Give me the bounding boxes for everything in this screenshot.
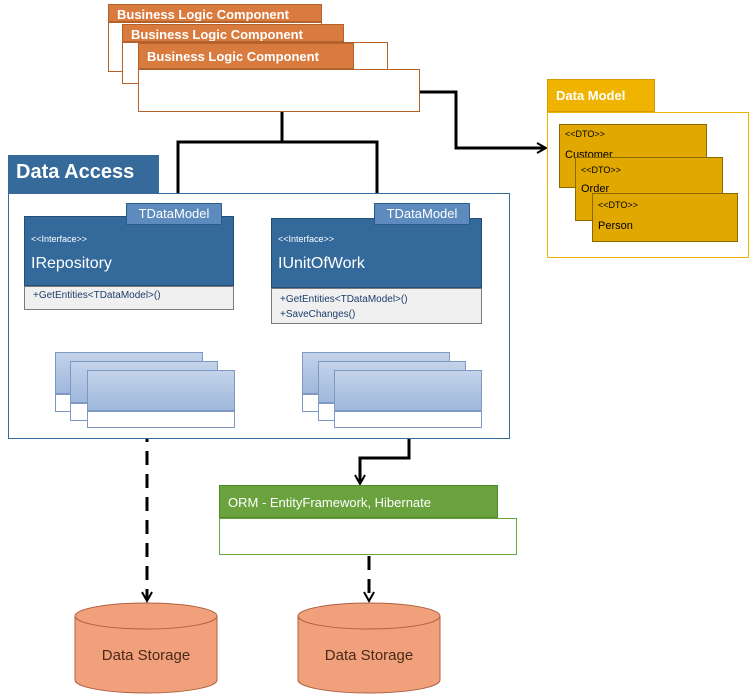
data-storage-label: Data Storage <box>324 647 414 664</box>
interface-name: IUnitOfWork <box>278 255 365 272</box>
irepository-interface[interactable]: <<Interface>> IRepository <box>24 216 234 286</box>
business-component-body <box>138 69 420 112</box>
business-component-title[interactable]: Business Logic Component <box>122 24 344 42</box>
dto-person[interactable]: <<DTO>> Person <box>592 193 738 242</box>
business-component-title[interactable]: Business Logic Component <box>108 4 322 22</box>
dto-name: Person <box>598 220 633 232</box>
interface-stereotype: <<Interface>> <box>31 234 88 244</box>
database-icon <box>297 602 441 694</box>
implementation-class-body <box>87 411 235 428</box>
orm-body <box>219 518 517 555</box>
dto-stereotype: <<DTO>> <box>581 165 621 175</box>
dto-stereotype: <<DTO>> <box>565 129 605 139</box>
interface-stereotype: <<Interface>> <box>278 234 335 244</box>
implementation-class[interactable] <box>334 370 482 411</box>
dto-stereotype: <<DTO>> <box>598 200 638 210</box>
interface-name: IRepository <box>31 255 112 272</box>
iunitofwork-interface[interactable]: <<Interface>> IUnitOfWork <box>271 218 482 288</box>
data-access-title[interactable]: Data Access <box>8 155 159 193</box>
database-icon <box>74 602 218 694</box>
business-component-title[interactable]: Business Logic Component <box>138 43 354 69</box>
irepository-template-param: TDataModel <box>126 203 222 225</box>
orm-title[interactable]: ORM - EntityFramework, Hibernate <box>219 485 498 518</box>
iunitofwork-operations: +GetEntities<TDataModel>() +SaveChanges(… <box>271 288 482 324</box>
irepository-operations: +GetEntities<TDataModel>() <box>24 286 234 310</box>
usage-arrow-data-model <box>420 90 545 148</box>
operation: +SaveChanges() <box>280 309 356 320</box>
operation: +GetEntities<TDataModel>() <box>280 294 408 305</box>
data-model-title[interactable]: Data Model <box>547 79 655 112</box>
dto-name: Order <box>581 183 610 195</box>
usage-arrow-iunitofwork <box>282 140 377 212</box>
implementation-class-body <box>334 411 482 428</box>
data-storage-label: Data Storage <box>101 647 191 664</box>
operation: +GetEntities<TDataModel>() <box>33 290 161 301</box>
implementation-class[interactable] <box>87 370 235 411</box>
usage-arrow-irepository <box>178 112 284 203</box>
iunitofwork-template-param: TDataModel <box>374 203 470 225</box>
orm-arrow <box>360 428 411 483</box>
